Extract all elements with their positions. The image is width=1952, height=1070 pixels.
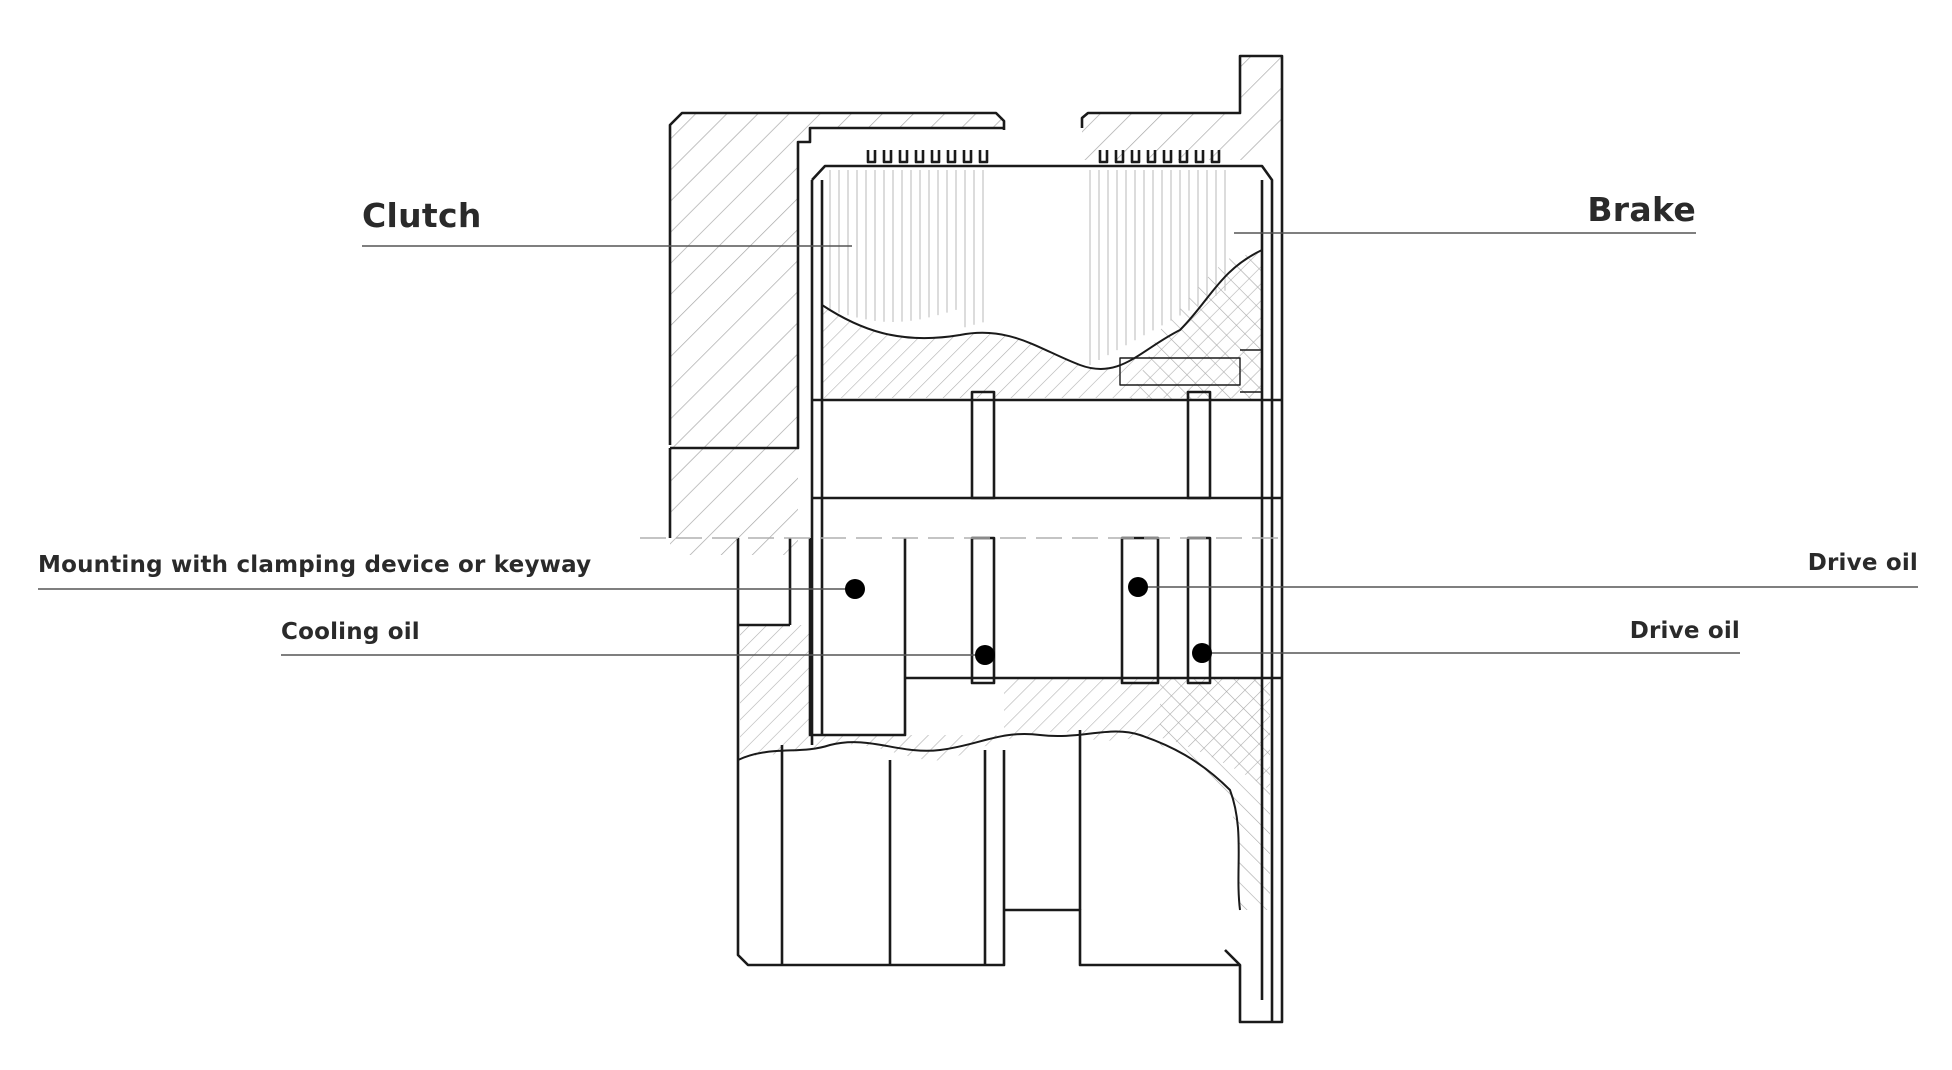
- brake-housing-outline: [1080, 54, 1284, 130]
- drive-oil-upper-marker: [1128, 577, 1148, 597]
- cooling-oil-marker: [975, 645, 995, 665]
- clutch-housing-inner-gap: [798, 142, 810, 555]
- lower-hub-section: [740, 625, 1270, 790]
- clutch-break-line: [821, 249, 1263, 371]
- cooling-oil-label: Cooling oil: [281, 619, 420, 645]
- drive-oil-upper-label: Drive oil: [1807, 550, 1918, 576]
- brake-housing-section: [1082, 56, 1282, 160]
- brake-teeth: [1098, 150, 1221, 164]
- drive-oil-channel-right-upper: [1186, 390, 1212, 500]
- hatched-sections: [670, 56, 1282, 910]
- drive-oil-channel-center: [1120, 536, 1160, 685]
- clutch-housing-section: [670, 113, 1004, 555]
- drive-oil-lower-label: Drive oil: [1629, 618, 1740, 644]
- cooling-oil-channel-upper: [970, 390, 996, 500]
- brake-disc-pack: [1089, 170, 1226, 365]
- clutch-housing-step: [670, 126, 1004, 450]
- brake-piston-section: [1130, 252, 1262, 400]
- mounting-marker: [845, 579, 865, 599]
- keyway-slot: [808, 538, 907, 737]
- lower-break-line: [737, 730, 1241, 911]
- clutch-housing-outline: [668, 111, 1006, 445]
- main-outlines: [668, 54, 1284, 1024]
- lower-mount-left: [736, 538, 1006, 967]
- right-flange-outline: [1224, 130, 1284, 1024]
- brake-label: Brake: [1587, 190, 1696, 229]
- drive-oil-lower-marker: [1192, 643, 1212, 663]
- clutch-teeth: [866, 150, 989, 164]
- clutch-label: Clutch: [362, 196, 482, 235]
- leader-lines: [38, 232, 1918, 656]
- inner-cylinder-outline: [811, 164, 1274, 1022]
- mounting-label: Mounting with clamping device or keyway: [38, 552, 592, 578]
- lower-center-step: [1004, 908, 1240, 967]
- brake-bolt-head: [1240, 349, 1263, 393]
- clutch-disc-pack: [829, 170, 984, 328]
- brake-bolt: [1119, 357, 1241, 386]
- markers: [845, 577, 1212, 665]
- lower-brake-section: [1160, 678, 1270, 910]
